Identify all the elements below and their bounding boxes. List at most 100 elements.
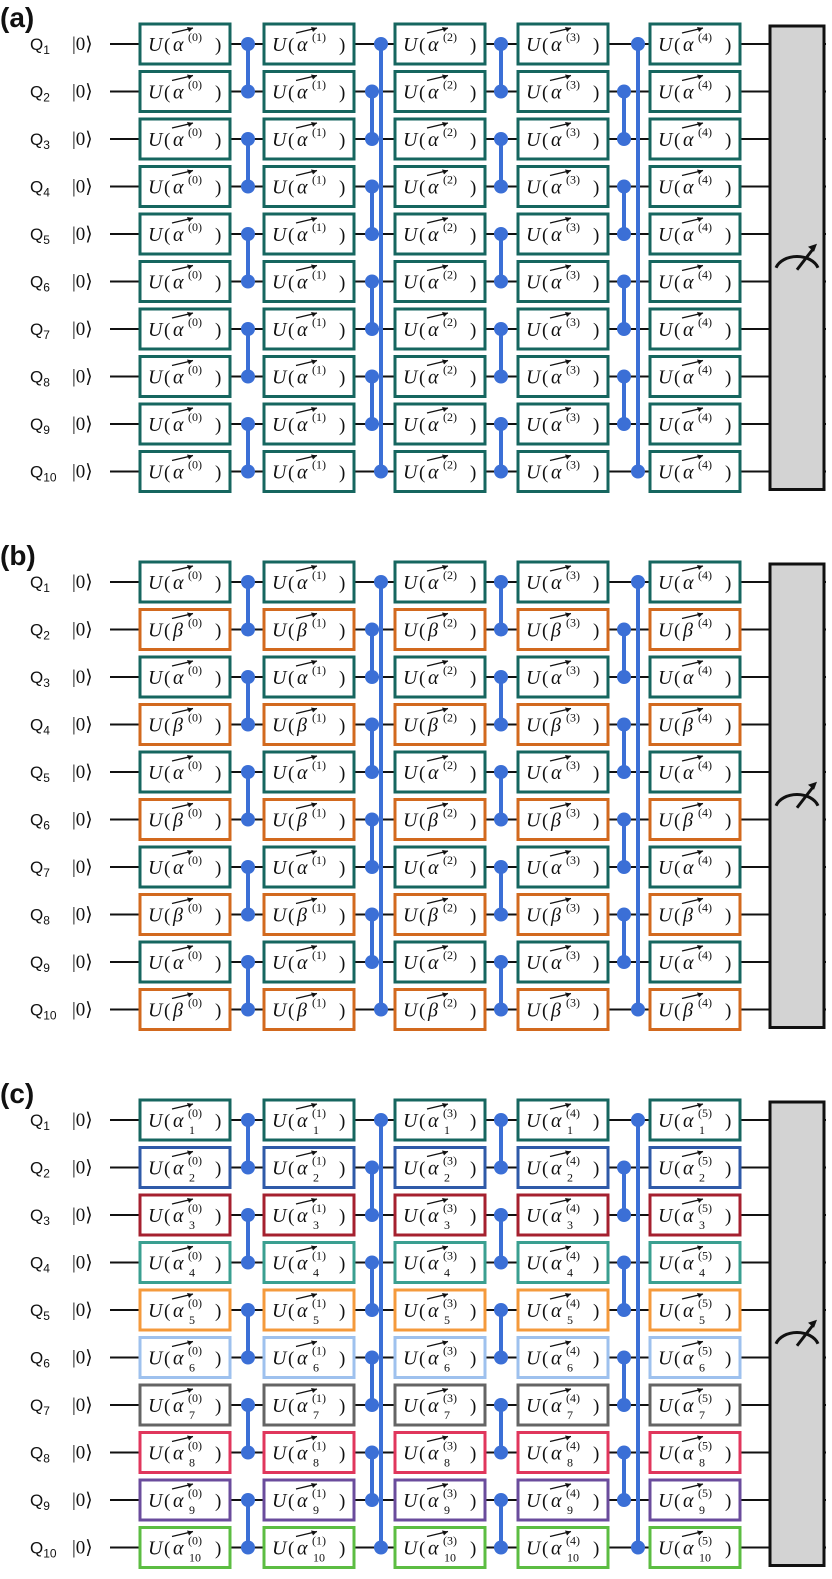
vector-arrowhead (187, 1435, 193, 1441)
gate-param: α (173, 1348, 184, 1370)
gate-box: U(α(2)) (393, 260, 487, 303)
vector-arrowhead (442, 1483, 448, 1488)
gate-layer-superscript: (0) (188, 78, 202, 92)
gate-layer-superscript: (2) (443, 568, 457, 582)
qubit-index: 8 (43, 914, 50, 928)
panel-a: (a)Q1|0⟩Q2|0⟩Q3|0⟩Q4|0⟩Q5|0⟩Q6|0⟩Q7|0⟩Q8… (0, 2, 826, 493)
vector-arrowhead (565, 1293, 571, 1298)
gate-layer-superscript: (0) (188, 1534, 202, 1548)
gate-layer-superscript: (4) (698, 78, 712, 92)
gate-box: U(β(3)) (516, 798, 610, 841)
vector-arrowhead (187, 945, 193, 950)
gate-param: α (297, 319, 308, 341)
vector-arrowhead (565, 169, 571, 175)
gate-qubit-subscript: 5 (189, 1313, 195, 1327)
gate-box: U(α(0)) (138, 260, 232, 303)
gate-qubit-subscript: 6 (313, 1361, 319, 1375)
control-dot (365, 1255, 379, 1270)
gate-paren: ) (215, 953, 221, 974)
control-dot (631, 1002, 645, 1017)
gate-box: U(α(0)) (138, 845, 232, 889)
control-dot (241, 575, 255, 589)
vector-arrowhead (442, 1198, 448, 1203)
qubit-label: Q3 (30, 1206, 50, 1228)
vector-arrowhead (311, 74, 317, 80)
vector-arrowhead (187, 1340, 193, 1346)
gate-paren: ) (339, 1396, 345, 1417)
gate-paren: ( (674, 130, 680, 151)
qubit-index: 3 (43, 1214, 50, 1228)
gate-operator: U (658, 1000, 674, 1022)
qubit-label: Q6 (30, 811, 50, 833)
gate-paren: ( (674, 463, 680, 484)
vector-arrowhead (311, 27, 317, 32)
gate-box: U(α(4)) (648, 117, 742, 161)
gate-layer-superscript: (5) (698, 1486, 712, 1500)
control-dot (241, 622, 255, 637)
gate-paren: ) (215, 763, 221, 784)
gate-box: U(α(2)) (393, 165, 487, 208)
vector-arrowhead (311, 217, 317, 222)
gate-paren: ) (470, 1301, 476, 1322)
gate-param: α (297, 1538, 308, 1560)
gate-layer-superscript: (0) (188, 30, 202, 44)
gate-qubit-subscript: 5 (567, 1313, 573, 1327)
gate-layer-superscript: (0) (188, 1486, 202, 1500)
vector-arrowhead (187, 802, 193, 808)
gate-box: U(α(3)) (516, 655, 610, 699)
gate-layer-superscript: (2) (443, 268, 457, 282)
gate-paren: ) (215, 668, 221, 689)
gate-paren: ( (164, 906, 170, 927)
gate-operator: U (658, 667, 674, 689)
gate-paren: ) (470, 130, 476, 151)
vector-arrowhead (442, 992, 448, 998)
control-dot (241, 1255, 255, 1270)
gate-param: β (682, 620, 693, 642)
gate-operator: U (272, 1110, 288, 1132)
gate-paren: ( (164, 1111, 170, 1132)
gate-paren: ( (419, 953, 425, 974)
gate-box: U(α(1)1) (262, 1098, 356, 1142)
gate-layer-superscript: (4) (698, 711, 712, 725)
gate-layer-superscript: (4) (698, 363, 712, 377)
gate-operator: U (526, 857, 542, 879)
gate-paren: ( (288, 1111, 294, 1132)
initial-state-ket: |0⟩ (72, 905, 93, 926)
gate-param: α (428, 367, 439, 389)
control-dot (374, 575, 388, 589)
gate-paren: ( (419, 130, 425, 151)
gate-paren: ) (470, 368, 476, 389)
gate-paren: ) (593, 83, 599, 104)
vector-arrowhead (565, 122, 571, 127)
gate-paren: ( (288, 178, 294, 199)
gate-param: α (551, 82, 562, 104)
qubit-label: Q4 (30, 178, 50, 200)
gate-operator: U (272, 224, 288, 246)
gate-paren: ) (339, 1254, 345, 1275)
gate-box: U(α(5)6) (648, 1336, 742, 1379)
gate-operator: U (526, 319, 542, 341)
gate-layer-superscript: (4) (566, 1296, 580, 1310)
control-dot (617, 227, 631, 241)
gate-param: α (428, 667, 439, 689)
gate-param: α (173, 1158, 184, 1180)
gate-box: U(α(2)) (393, 22, 487, 66)
gate-box: U(α(4)) (648, 402, 742, 446)
gate-paren: ) (470, 763, 476, 784)
gate-operator: U (403, 1490, 419, 1512)
gate-param: α (297, 82, 308, 104)
gate-operator: U (272, 715, 288, 737)
gate-paren: ( (674, 621, 680, 642)
gate-paren: ( (164, 953, 170, 974)
gate-layer-superscript: (5) (698, 1344, 712, 1358)
gate-param: α (428, 82, 439, 104)
control-dot (494, 322, 508, 336)
gate-qubit-subscript: 9 (444, 1503, 450, 1517)
gate-operator: U (148, 367, 164, 389)
qubit-label: Q1 (30, 573, 50, 595)
gate-operator: U (403, 82, 419, 104)
gate-paren: ( (542, 35, 548, 56)
vector-arrowhead (565, 1340, 571, 1346)
gate-layer-superscript: (2) (443, 410, 457, 424)
control-dot (617, 274, 631, 289)
